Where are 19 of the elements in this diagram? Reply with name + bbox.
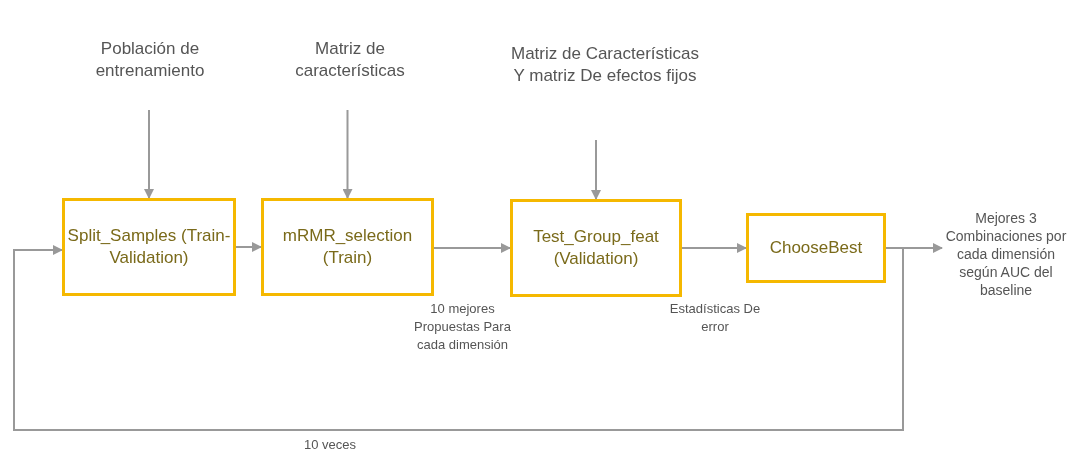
process-box xyxy=(62,198,236,296)
input-output-text: Matriz de características xyxy=(294,37,406,82)
process-label: ChooseBest xyxy=(769,236,863,259)
arrow xyxy=(433,243,511,253)
arrow xyxy=(13,245,904,431)
input-output-text: Población de entrenamiento xyxy=(94,37,206,82)
arrow xyxy=(235,242,262,252)
arrow xyxy=(681,243,747,253)
arrow xyxy=(591,139,601,200)
arrow xyxy=(342,109,353,199)
arrow xyxy=(144,109,154,199)
process-label: mRMR_selection (Train) xyxy=(281,224,414,269)
input-output-text: Mejores 3 Combinaciones por cada dimensión según AUC del baseline xyxy=(944,208,1068,300)
process-label: Split_Samples (Train-Validation) xyxy=(66,224,232,269)
process-box xyxy=(510,199,682,297)
process-box xyxy=(261,198,434,296)
process-box xyxy=(746,213,886,283)
process-label: Test_Group_feat (Validation) xyxy=(532,225,660,270)
input-output-text: Matriz de Características Y matriz De efectos fijos xyxy=(510,42,700,87)
